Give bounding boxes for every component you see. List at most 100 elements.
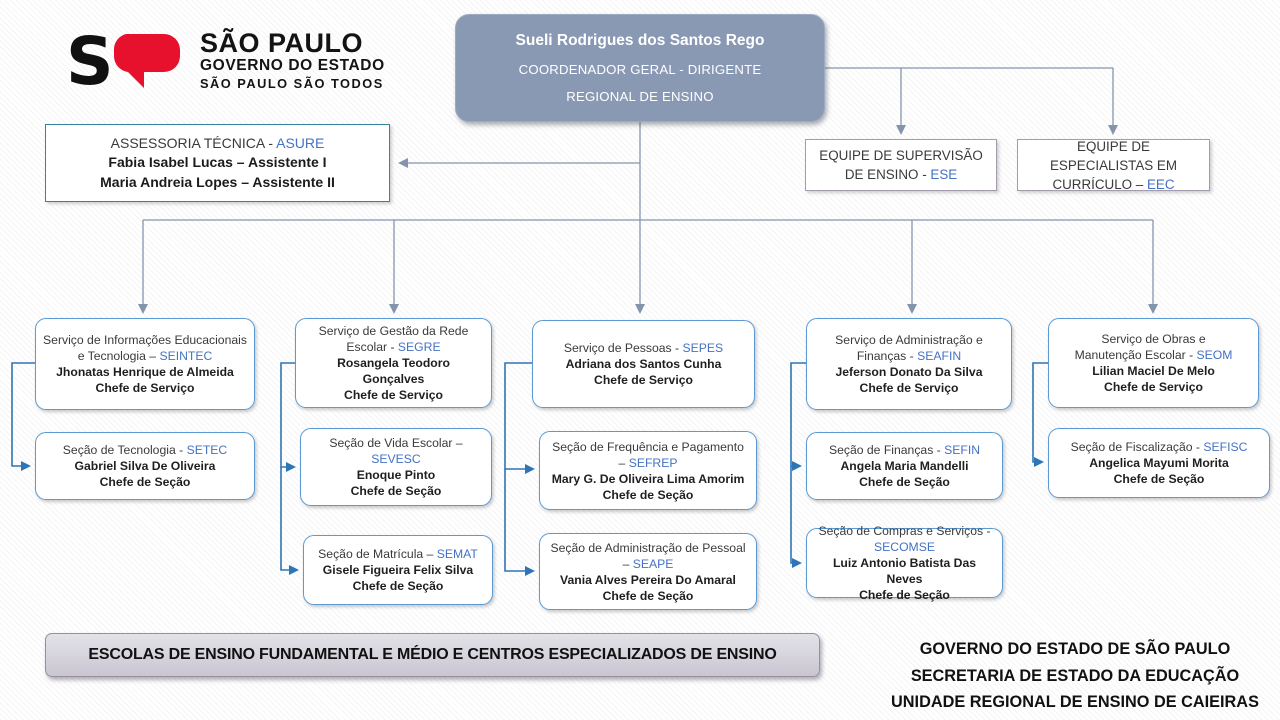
unit-title: Serviço de Pessoas - SEPES	[543, 340, 744, 356]
org-box-sevesc: Seção de Vida Escolar – SEVESC Enoque Pi…	[300, 428, 492, 506]
unit-title-text: ASSESSORIA TÉCNICA -	[110, 134, 273, 151]
director-name: Sueli Rodrigues dos Santos Rego	[515, 32, 765, 49]
unit-chief-name: Lilian Maciel De Melo	[1092, 364, 1215, 378]
unit-title-text: Seção de Compras e Serviços -	[818, 524, 991, 538]
unit-title-text: Serviço de Obras e Manutenção Escolar -	[1074, 332, 1206, 362]
unit-chief-name: Angelica Mayumi Morita	[1089, 456, 1229, 470]
unit-title: Seção de Administração de Pessoal – SEAP…	[550, 540, 746, 572]
unit-acronym: SEMAT	[436, 547, 478, 561]
director-role-line2: REGIONAL DE ENSINO	[566, 89, 714, 104]
org-box-seintec: Serviço de Informações Educacionais e Te…	[35, 318, 255, 410]
unit-title-text: Seção de Administração de Pessoal –	[550, 540, 746, 571]
org-box-segre: Serviço de Gestão da Rede Escolar - SEGR…	[295, 318, 492, 408]
unit-chief-role: Chefe de Seção	[859, 475, 950, 489]
unit-title: Seção de Vida Escolar – SEVESC	[311, 435, 481, 467]
unit-title-text: Serviço de Administração e Finanças -	[835, 333, 983, 363]
unit-title: EQUIPE DE SUPERVISÃO DE ENSINO - ESE	[814, 146, 988, 184]
unit-title-text: Seção de Tecnologia -	[62, 443, 184, 457]
unit-title: Seção de Matrícula – SEMAT	[314, 546, 482, 562]
org-box-seafin: Serviço de Administração e Finanças - SE…	[806, 318, 1012, 410]
unit-chief-name: Gabriel Silva De Oliveira	[74, 459, 216, 473]
unit-chief-role: Chefe de Serviço	[1104, 380, 1203, 394]
unit-title: Seção de Frequência e Pagamento – SEFREP	[550, 439, 746, 471]
unit-chief-role: Chefe de Seção	[352, 579, 444, 593]
org-box-sepes: Serviço de Pessoas - SEPES Adriana dos S…	[532, 320, 755, 408]
org-box-semat: Seção de Matrícula – SEMAT Gisele Figuei…	[303, 535, 493, 605]
unit-title-text: Seção de Frequência e Pagamento –	[552, 439, 744, 470]
unit-chief-name: Jhonatas Henrique de Almeida	[56, 365, 234, 379]
footer-organization-text: GOVERNO DO ESTADO DE SÃO PAULO SECRETARI…	[880, 636, 1270, 716]
unit-acronym: ASURE	[276, 134, 325, 151]
unit-title: EQUIPE DE ESPECIALISTAS EM CURRÍCULO – E…	[1026, 137, 1201, 194]
unit-title: Serviço de Obras e Manutenção Escolar - …	[1073, 331, 1234, 363]
logo-government-text: GOVERNO DO ESTADO	[200, 57, 385, 74]
assessoria-member-1: Fabia Isabel Lucas – Assistente I	[108, 154, 327, 171]
unit-title-text: Serviço de Gestão da Rede Escolar -	[318, 324, 469, 354]
logo-brand-text: SÃO PAULO	[200, 28, 364, 58]
unit-chief-name: Enoque Pinto	[356, 468, 436, 482]
unit-title-text: Seção de Finanças -	[828, 443, 941, 457]
org-box-eec: EQUIPE DE ESPECIALISTAS EM CURRÍCULO – E…	[1017, 137, 1210, 194]
unit-acronym: SETEC	[186, 443, 228, 457]
footer-line-government: GOVERNO DO ESTADO DE SÃO PAULO	[919, 640, 1231, 658]
unit-chief-role: Chefe de Serviço	[95, 381, 195, 395]
unit-acronym: SEFIN	[944, 443, 981, 457]
director-role-line1: COORDENADOR GERAL - DIRIGENTE	[518, 62, 762, 77]
unit-acronym: SECOMSE	[874, 540, 935, 554]
unit-chief-role: Chefe de Serviço	[859, 381, 959, 395]
unit-title: Serviço de Gestão da Rede Escolar - SEGR…	[306, 323, 481, 355]
org-box-seom: Serviço de Obras e Manutenção Escolar - …	[1048, 318, 1259, 408]
org-box-seape: Seção de Administração de Pessoal – SEAP…	[539, 533, 757, 610]
unit-acronym: SEAPE	[632, 556, 674, 571]
unit-chief-role: Chefe de Seção	[99, 475, 191, 489]
unit-acronym: SEOM	[1196, 348, 1233, 362]
unit-title: Serviço de Informações Educacionais e Te…	[38, 332, 252, 364]
svg-text:S: S	[66, 30, 114, 92]
assessoria-member-2: Maria Andreia Lopes – Assistente II	[100, 173, 335, 190]
org-box-sefisc: Seção de Fiscalização - SEFISC Angelica …	[1048, 428, 1270, 498]
unit-chief-name: Rosangela Teodoro Gonçalves	[337, 356, 450, 386]
unit-chief-name: Vania Alves Pereira Do Amaral	[560, 572, 736, 587]
unit-acronym: SEFISC	[1203, 440, 1248, 454]
org-box-asure: ASSESSORIA TÉCNICA - ASURE Fabia Isabel …	[45, 124, 390, 202]
unit-chief-role: Chefe de Serviço	[344, 388, 443, 402]
sp-logo-mark: S	[66, 30, 180, 92]
org-box-sefrep: Seção de Frequência e Pagamento – SEFREP…	[539, 431, 757, 510]
unit-chief-name: Mary G. De Oliveira Lima Amorim	[551, 471, 745, 486]
unit-title: Serviço de Administração e Finanças - SE…	[825, 332, 993, 364]
unit-title-text: Serviço de Informações Educacionais e Te…	[43, 333, 247, 363]
sp-government-logo: S SÃO PAULO GOVERNO DO ESTADO SÃO PAULO …	[66, 28, 385, 93]
unit-title: Seção de Compras e Serviços - SECOMSE	[815, 523, 994, 555]
unit-chief-role: Chefe de Seção	[602, 487, 694, 502]
unit-acronym: SEGRE	[397, 340, 441, 354]
unit-chief-name: Angela Maria Mandelli	[840, 459, 969, 473]
unit-acronym: SEINTEC	[159, 349, 213, 363]
unit-acronym: SEVESC	[371, 452, 421, 466]
unit-acronym: SEPES	[682, 341, 724, 355]
unit-title: Seção de Finanças - SEFIN	[817, 442, 992, 458]
unit-title: ASSESSORIA TÉCNICA - ASURE	[46, 134, 389, 154]
schools-banner: ESCOLAS DE ENSINO FUNDAMENTAL E MÉDIO E …	[45, 633, 820, 677]
footer-line-regional-unit: UNIDADE REGIONAL DE ENSINO DE CAIEIRAS	[891, 693, 1259, 711]
unit-chief-role: Chefe de Serviço	[594, 373, 693, 387]
unit-title-text: Seção de Vida Escolar –	[329, 436, 463, 450]
unit-title-text: EQUIPE DE SUPERVISÃO DE ENSINO -	[819, 148, 983, 182]
org-box-dirigente: Sueli Rodrigues dos Santos Rego COORDENA…	[455, 14, 825, 122]
unit-chief-name: Luiz Antonio Batista Das Neves	[832, 556, 977, 586]
unit-title: Seção de Tecnologia - SETEC	[46, 442, 244, 458]
unit-chief-name: Jeferson Donato Da Silva	[835, 365, 983, 379]
unit-title: Seção de Fiscalização - SEFISC	[1059, 439, 1259, 455]
unit-title-text: Serviço de Pessoas -	[563, 341, 680, 355]
unit-chief-role: Chefe de Seção	[1113, 472, 1205, 486]
unit-chief-name: Gisele Figueira Felix Silva	[322, 563, 474, 577]
unit-chief-role: Chefe de Seção	[602, 588, 694, 603]
unit-title-text: Seção de Matrícula –	[318, 547, 434, 561]
unit-acronym: SEAFIN	[917, 349, 962, 363]
unit-chief-role: Chefe de Seção	[859, 588, 950, 602]
org-box-ese: EQUIPE DE SUPERVISÃO DE ENSINO - ESE	[805, 139, 997, 191]
org-box-sefin: Seção de Finanças - SEFIN Angela Maria M…	[806, 432, 1003, 500]
schools-banner-label: ESCOLAS DE ENSINO FUNDAMENTAL E MÉDIO E …	[88, 646, 777, 663]
unit-chief-role: Chefe de Seção	[350, 484, 442, 498]
logo-slogan-text: SÃO PAULO SÃO TODOS	[200, 76, 384, 91]
